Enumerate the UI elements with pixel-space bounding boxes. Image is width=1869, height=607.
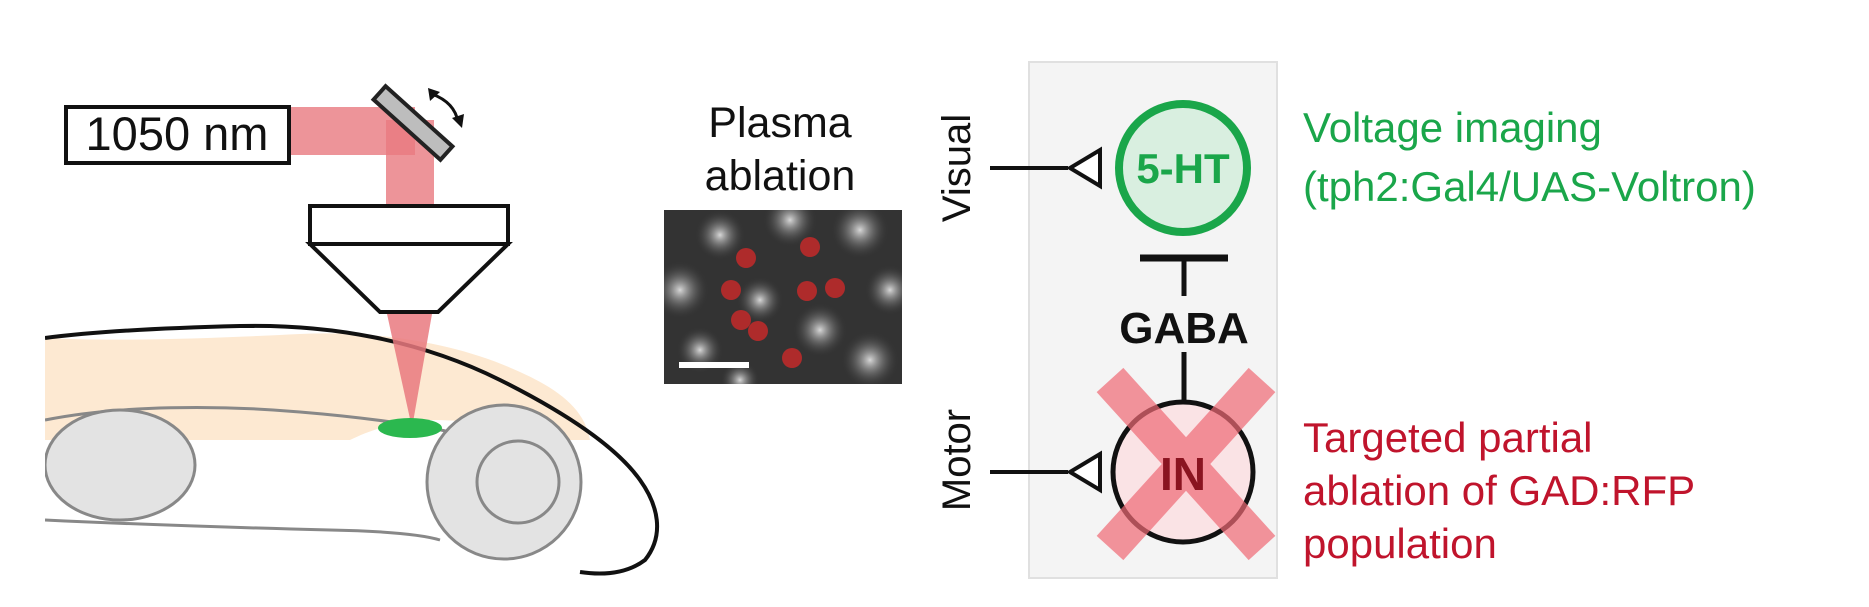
ablated-cell-dot — [736, 248, 756, 268]
micrograph-texture — [664, 210, 902, 384]
ablated-cell-dot — [731, 310, 751, 330]
ablated-cell-markers — [721, 237, 845, 368]
annotations: Voltage imaging (tph2:Gal4/UAS-Voltron) … — [1303, 104, 1756, 567]
ablated-cell-dot — [721, 280, 741, 300]
fish-head-outline — [44, 323, 660, 576]
laser-setup: 1050 nm — [64, 83, 513, 438]
serotonin-neuron — [1115, 100, 1251, 236]
fish-lower-outline — [44, 518, 441, 542]
visual-input-label: Visual — [935, 114, 979, 222]
ablation-title-line2: ablation — [705, 152, 856, 200]
left-eye — [43, 408, 197, 522]
ablation-note-line3: population — [1303, 520, 1497, 567]
serotonin-neuron-label: 5-HT — [1136, 145, 1230, 192]
voltage-imaging-line2: (tph2:Gal4/UAS-Voltron) — [1303, 163, 1756, 210]
scale-bar — [679, 362, 749, 368]
visual-synapse-icon — [1066, 146, 1102, 190]
right-eye-pupil — [475, 439, 561, 525]
focal-spot — [378, 418, 442, 438]
wavelength-label: 1050 nm — [86, 107, 269, 160]
ablation-cross-icon — [1096, 367, 1276, 561]
ablated-cell-dot — [797, 281, 817, 301]
wavelength-box — [64, 105, 291, 165]
ablated-cell-dot — [782, 348, 802, 368]
circuit-diagram: Visual Motor 5-HT GABA IN — [935, 61, 1278, 579]
ablated-cell-dot — [825, 278, 845, 298]
objective-body — [308, 204, 510, 246]
ablation-note-line2: ablation of GAD:RFP — [1303, 467, 1695, 514]
ablated-cell-dot — [800, 237, 820, 257]
focused-laser-beam — [387, 314, 432, 428]
gaba-label: GABA — [1119, 304, 1249, 353]
ablation-title-line1: Plasma — [708, 99, 851, 147]
motor-synapse-icon — [1066, 450, 1102, 494]
voltage-imaging-line1: Voltage imaging — [1303, 104, 1602, 151]
ablation-panel: Plasma ablation — [664, 99, 902, 384]
interneuron-label: IN — [1160, 448, 1206, 500]
ablation-note-line1: Targeted partial — [1303, 414, 1593, 461]
zebrafish-illustration — [0, 300, 660, 607]
scanning-mirror — [370, 83, 456, 163]
ablated-cell-dot — [748, 321, 768, 341]
objective-cone — [305, 242, 513, 314]
motor-input-label: Motor — [935, 409, 979, 511]
